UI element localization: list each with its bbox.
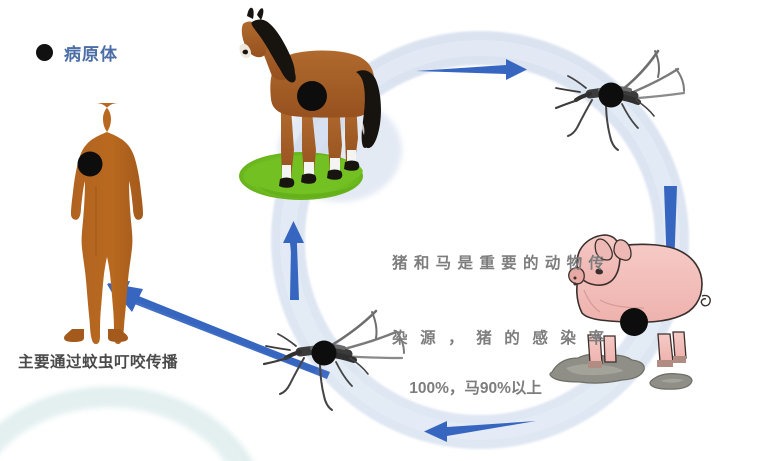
animal-reservoir-note: 猪和马是重要的动物传 染源，猪的感染率 100%，马90%以上 [392,201,604,426]
pathogen-dot-horse [297,81,327,111]
mud-puddle [549,353,693,390]
pathogen-legend-dot-icon [36,44,53,61]
pathogen-dot-mosquito-top [598,82,624,108]
note-line-1: 猪和马是重要的动物传 [392,255,604,272]
legend: 病原体 [36,40,118,65]
arrow-left [283,221,304,300]
arrow-top [416,59,527,80]
pathogen-dot-human [77,151,103,177]
background-teal-arc [0,386,253,461]
transmission-caption: 主要通过蚊虫叮咬传播 [18,354,179,371]
grass-patch [239,152,363,200]
mosquito-top [554,49,686,151]
note-line-3: 100%，马90%以上 [409,380,542,397]
pathogen-dot-mosquito-bottom [311,340,337,366]
human-figure [64,103,143,344]
pathogen-dot-pig [620,308,648,336]
arrow-bottom [424,421,536,442]
note-line-2: 染源，猪的感染率 [392,330,604,347]
pig-figure [549,234,711,390]
horse-figure [239,7,402,202]
mosquito-bottom [262,309,405,411]
legend-label: 病原体 [64,45,118,64]
